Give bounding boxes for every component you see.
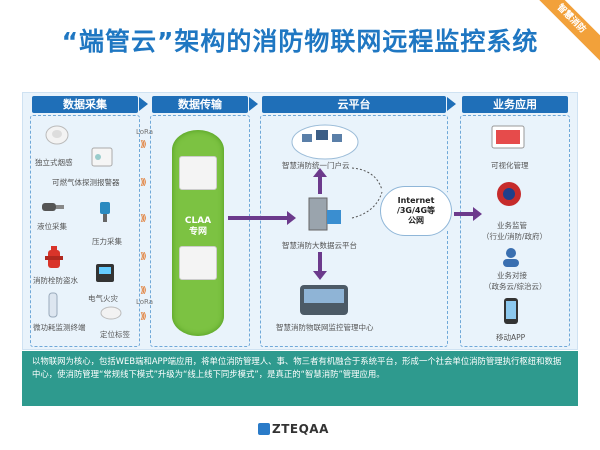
- company-logo: ZTEQAA: [272, 422, 329, 436]
- device-label: 可燃气体探测报警器: [52, 178, 120, 187]
- device-label: 电气火灾: [88, 294, 118, 303]
- description-panel: 以物联网为核心，包括WEB端和APP端应用，将单位消防管理人、事、物三者有机融合…: [22, 351, 578, 406]
- header-arrow-3: [447, 97, 456, 111]
- device-label: 消防栓防盗水: [33, 276, 78, 285]
- gas-detector-icon: [91, 147, 113, 167]
- section-header-transmit: 数据传输: [152, 96, 248, 113]
- smoke-detector-icon: [45, 125, 69, 145]
- header-arrow-1: [139, 97, 148, 111]
- page-title: “端管云”架构的消防物联网远程监控系统: [61, 27, 539, 56]
- flow-arrow-cloud-to-apps: [454, 207, 482, 221]
- section-header-cloud: 云平台: [262, 96, 446, 113]
- pressure-sensor-icon: [100, 202, 110, 222]
- level-sensor-icon: [42, 203, 64, 211]
- signal-waves-icon: ))): [140, 312, 146, 322]
- app-sublabel: （政务云/综治云）: [484, 282, 547, 291]
- mobile-phone-icon: [504, 298, 518, 324]
- hydrant-icon: [45, 246, 63, 268]
- electric-fire-icon: [96, 264, 114, 282]
- signal-waves-icon: ))): [140, 252, 146, 262]
- claa-network-label: CLAA 专网: [184, 216, 212, 237]
- app-sublabel: （行业/消防/政府）: [482, 232, 548, 241]
- center-label: 智慧消防物联网监控管理中心: [276, 323, 374, 332]
- database-server-icon: [308, 197, 341, 231]
- transmit-column: [150, 115, 250, 347]
- signal-waves-icon: ))): [140, 286, 146, 296]
- monitor-terminal-icon: [48, 292, 58, 318]
- device-label: 液位采集: [37, 222, 67, 231]
- section-header-collect: 数据采集: [32, 96, 138, 113]
- device-label: 定位标签: [100, 330, 130, 339]
- portal-label: 智慧消防统一门户云: [282, 161, 350, 170]
- portal-cloud-icon: [291, 124, 359, 160]
- cloud-column: [260, 115, 448, 347]
- collect-column: [30, 115, 140, 347]
- signal-waves-icon: ))): [140, 140, 146, 150]
- internet-cloud: [380, 186, 452, 236]
- monitoring-center-icon: [300, 285, 348, 315]
- section-header-apps: 业务应用: [462, 96, 568, 113]
- gateway-icon: [179, 156, 217, 190]
- app-label: 业务对接: [497, 271, 527, 280]
- visualization-screen-icon: [491, 125, 525, 149]
- connector-lines: [351, 167, 383, 219]
- app-label: 业务监管: [497, 221, 527, 230]
- lora-label-bottom: LoRa: [136, 298, 154, 306]
- locator-tag-icon: [100, 306, 122, 320]
- app-label: 可视化管理: [491, 161, 529, 170]
- flow-arrow-down: [313, 252, 327, 280]
- people-icon: [503, 248, 519, 267]
- device-label: 压力采集: [92, 237, 122, 246]
- flow-arrow-up: [313, 168, 327, 194]
- lora-label-top: LoRa: [136, 128, 154, 136]
- logo-mark-icon: [258, 423, 270, 435]
- header-arrow-2: [249, 97, 258, 111]
- bigdata-label: 智慧消防大数据云平台: [282, 241, 357, 250]
- internet-label: Internet /3G/4G等 公网: [396, 196, 436, 225]
- signal-waves-icon: ))): [140, 214, 146, 224]
- flow-arrow-network-to-cloud: [228, 211, 296, 225]
- app-label: 移动APP: [496, 333, 526, 342]
- device-label: 微功耗监测终端: [33, 323, 86, 332]
- signal-waves-icon: ))): [140, 178, 146, 188]
- device-label: 独立式烟感: [35, 158, 73, 167]
- apps-column: [460, 115, 570, 347]
- fire-badge-icon: [497, 182, 521, 206]
- gateway-icon: [179, 246, 217, 280]
